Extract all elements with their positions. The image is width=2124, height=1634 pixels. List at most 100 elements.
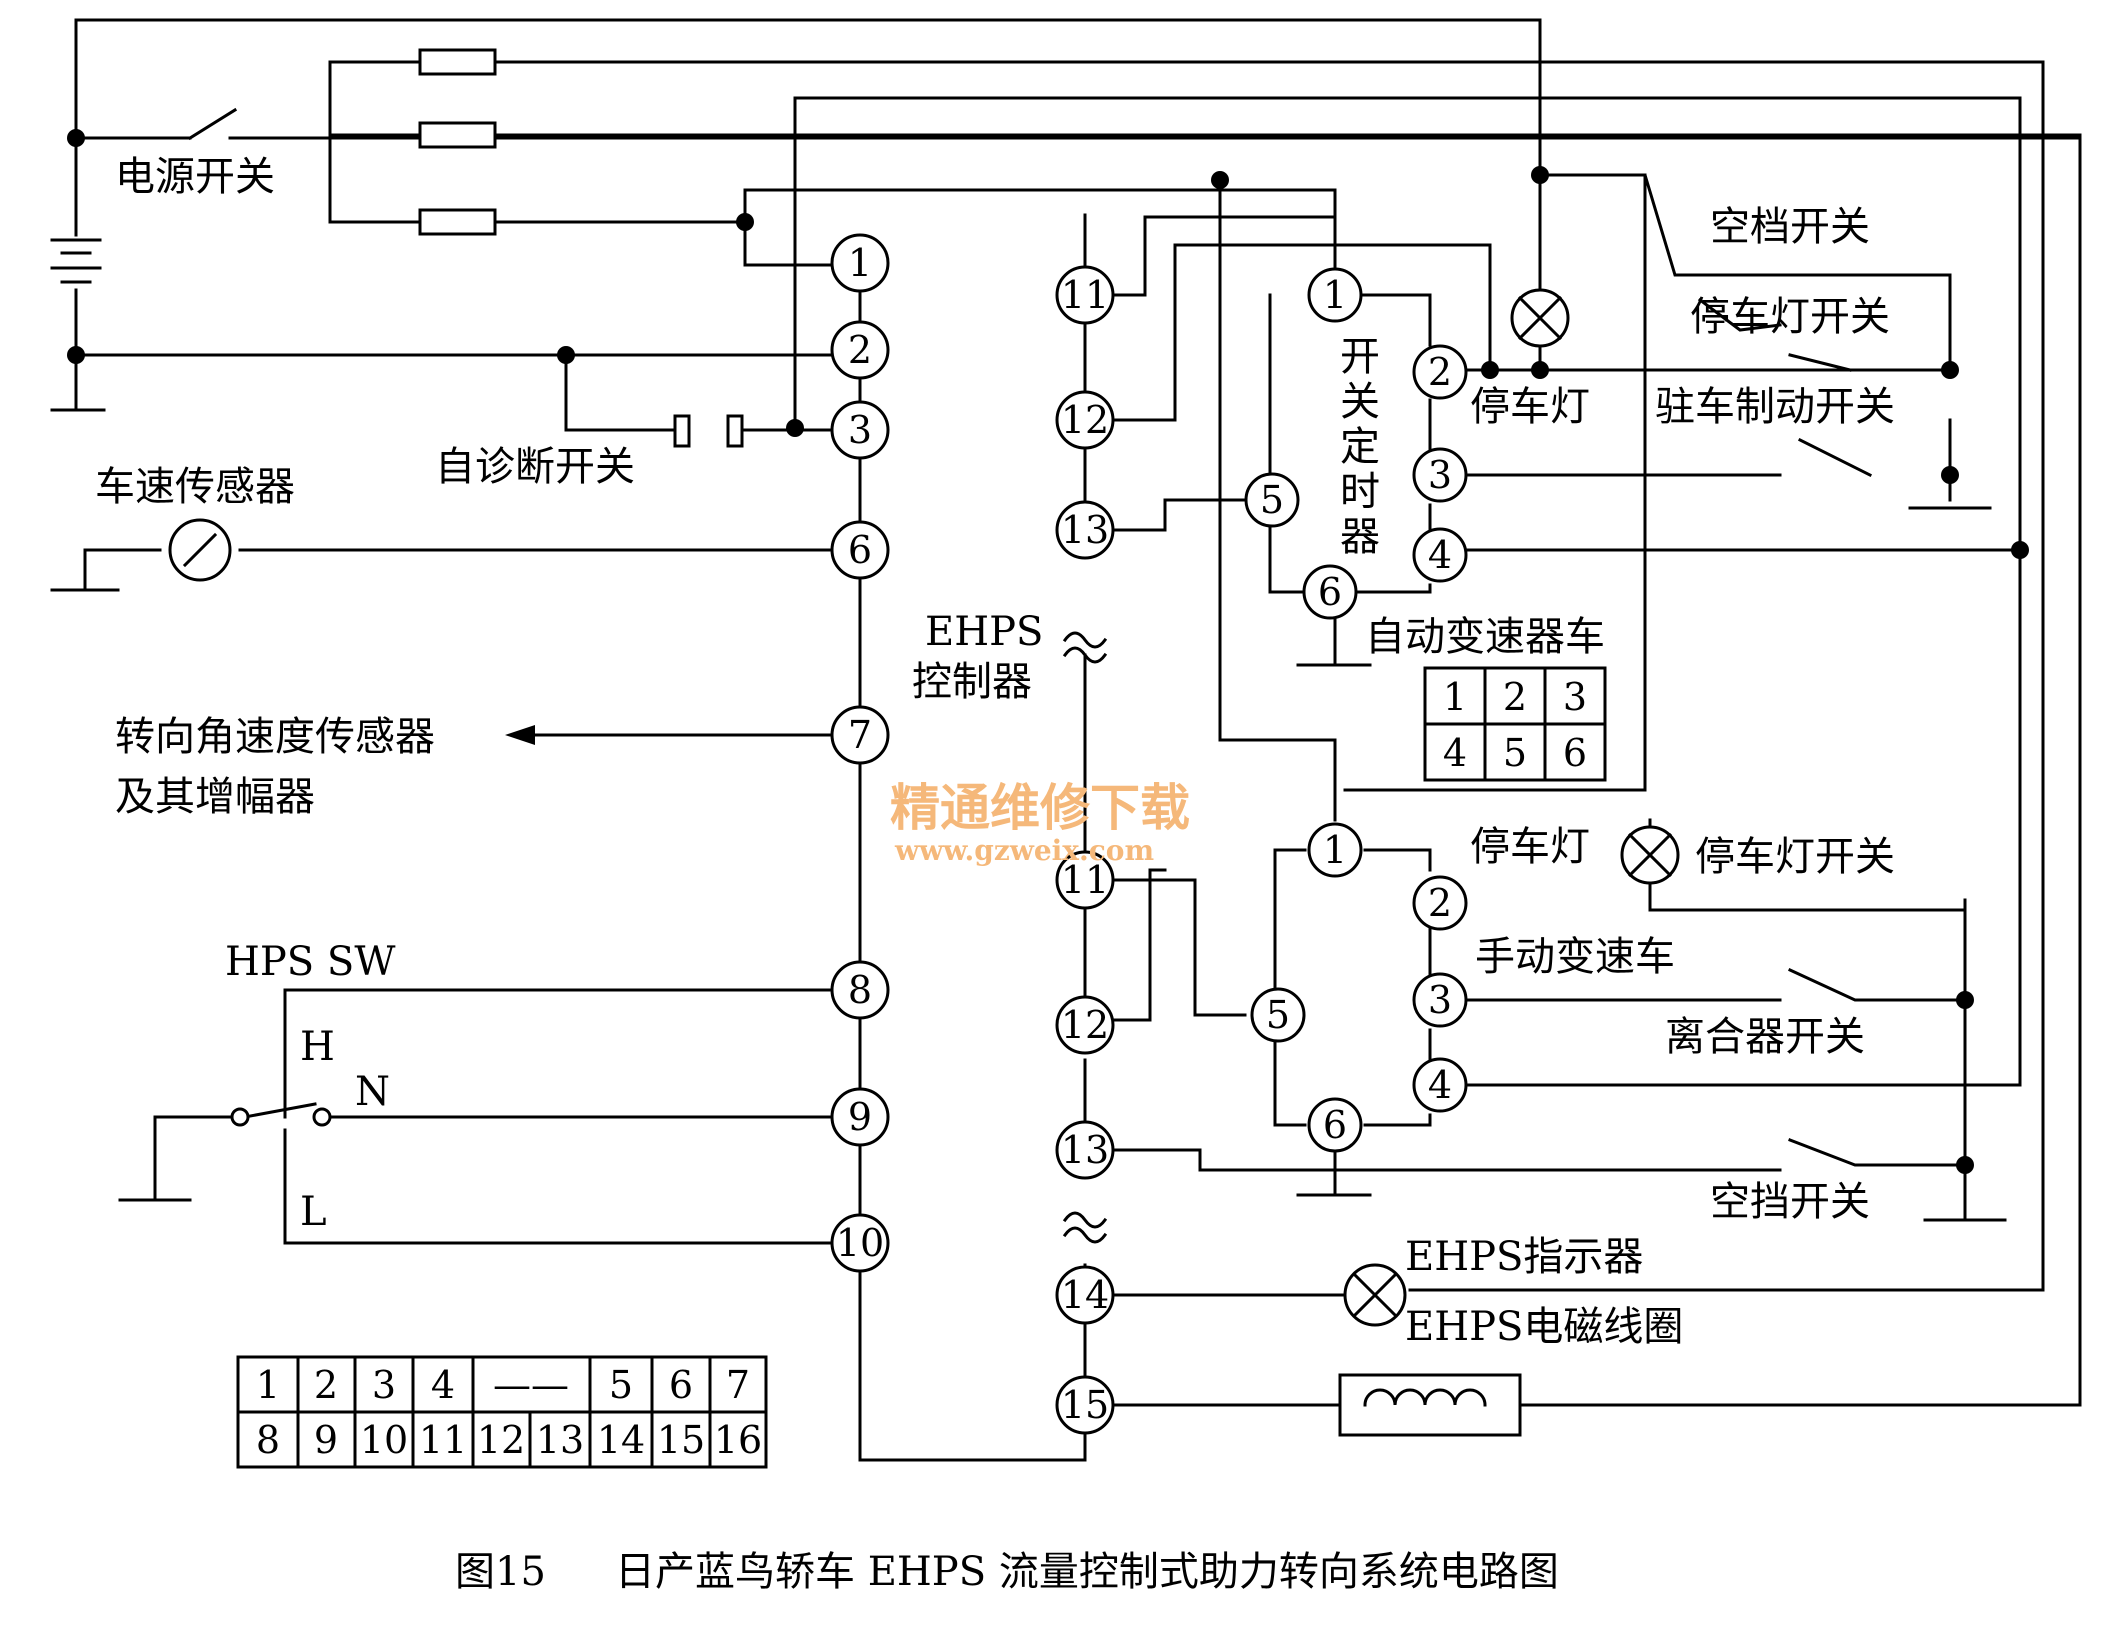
ecu-left-pins: 1 2 3 6 7 8 9 10 (830, 233, 890, 1273)
watermark-url: www.gzweix.com (894, 834, 1154, 867)
brake-lamp-top-icon (1510, 288, 1570, 348)
cell: 5 (1503, 731, 1527, 775)
speed-sensor-icon (168, 518, 232, 582)
pin-label: 12 (1061, 1003, 1109, 1047)
pin-label: 6 (1318, 570, 1342, 614)
cell: 16 (714, 1418, 762, 1462)
neutral-switch-top-label: 空档开关 (1710, 204, 1870, 250)
pin-label: 14 (1061, 1273, 1109, 1317)
brake-light-bottom-label: 停车灯 (1470, 824, 1590, 870)
cell: 8 (256, 1418, 280, 1462)
pin-label: 2 (1428, 350, 1452, 394)
pin-label: 4 (1428, 533, 1452, 577)
pin-label: 8 (848, 968, 872, 1012)
timer-label-5: 器 (1340, 514, 1380, 560)
pin-label: 2 (848, 328, 872, 372)
caption-title: 日产蓝鸟轿车 EHPS 流量控制式助力转向系统电路图 (615, 1549, 1559, 1595)
pin-label: 3 (1428, 978, 1452, 1022)
wires (50, 18, 2082, 1462)
timer-label-2: 关 (1340, 379, 1380, 425)
mt-car-label: 手动变速车 (1475, 934, 1675, 980)
pin-label: 1 (848, 241, 872, 285)
connector-small-table: 1 2 3 4 5 6 (1423, 666, 1607, 782)
cell: 11 (419, 1418, 467, 1462)
pin-label: 7 (848, 713, 872, 757)
brake-lamp-bottom-icon (1620, 825, 1680, 885)
pin-label: 6 (848, 528, 872, 572)
timer-mt-pins: 1 2 3 4 5 6 (1250, 822, 1468, 1153)
diag-switch-icon (673, 414, 744, 448)
hps-l-label: L (300, 1189, 327, 1235)
pin-label: 10 (836, 1221, 884, 1265)
parking-brake-switch-label: 驻车制动开关 (1655, 384, 1895, 430)
pin-label: 9 (848, 1095, 872, 1139)
cell: 3 (1563, 675, 1587, 719)
cell: 6 (1563, 731, 1587, 775)
hps-h-label: H (300, 1024, 335, 1070)
speed-sensor-label: 车速传感器 (95, 464, 295, 510)
power-switch-label: 电源开关 (115, 154, 275, 200)
pin-label: 15 (1061, 1383, 1109, 1427)
cell: —— (493, 1363, 569, 1407)
cell: 2 (1503, 675, 1527, 719)
pin-label: 1 (1323, 828, 1347, 872)
pin-label: 11 (1061, 273, 1109, 317)
timer-label-1: 开 (1340, 334, 1380, 380)
cell: 5 (609, 1363, 633, 1407)
connector-big-table: 1 2 3 4 —— 5 6 7 8 9 10 11 12 13 14 15 1… (236, 1355, 768, 1469)
pin-label: 1 (1323, 273, 1347, 317)
brake-light-switch-top-label: 停车灯开关 (1690, 294, 1890, 340)
at-car-label: 自动变速器车 (1365, 614, 1605, 660)
timer-at-pins: 1 2 3 4 5 6 (1244, 267, 1468, 620)
cell: 14 (597, 1418, 645, 1462)
ehps-label-2: 控制器 (912, 659, 1032, 705)
ehps-indicator-icon (1343, 1263, 1407, 1327)
fuse-icons (418, 48, 497, 236)
cell: 7 (726, 1363, 750, 1407)
cell: 9 (314, 1418, 338, 1462)
brake-light-top-label: 停车灯 (1470, 384, 1590, 430)
cell: 2 (314, 1363, 338, 1407)
pin-label: 13 (1061, 508, 1109, 552)
watermark: 精通维修下载 www.gzweix.com (890, 778, 1190, 867)
pin-label: 13 (1061, 1128, 1109, 1172)
timer-label-4: 时 (1340, 469, 1380, 515)
cell: 13 (536, 1418, 584, 1462)
clutch-switch-label: 离合器开关 (1665, 1014, 1865, 1060)
cell: 1 (256, 1363, 280, 1407)
hps-sw-label: HPS SW (225, 939, 395, 985)
pin-label: 11 (1061, 858, 1109, 902)
cell: 4 (1443, 731, 1467, 775)
ehps-coil-icon (1338, 1373, 1522, 1437)
junction-dots (67, 129, 2029, 1174)
caption-fig-number: 图15 (455, 1549, 546, 1595)
ecu-right-pins: 11 12 13 11 12 13 14 15 (1055, 265, 1115, 1435)
pin-label: 2 (1428, 881, 1452, 925)
hps-n-label: N (355, 1069, 390, 1115)
cell: 10 (360, 1418, 408, 1462)
cell: 3 (372, 1363, 396, 1407)
timer-label-3: 定 (1340, 424, 1380, 470)
watermark-text: 精通维修下载 (890, 778, 1190, 837)
pin-label: 12 (1061, 398, 1109, 442)
arrow-icon (505, 725, 535, 745)
diag-switch-label: 自诊断开关 (435, 444, 635, 490)
pin-label: 3 (1428, 453, 1452, 497)
ehps-label-1: EHPS (925, 609, 1043, 655)
pin-label: 5 (1260, 478, 1284, 522)
steer-sensor-label-2: 及其增幅器 (115, 774, 315, 820)
battery-icon (50, 238, 102, 284)
break-marks (1062, 631, 1108, 1244)
steer-sensor-label-1: 转向角速度传感器 (115, 714, 435, 760)
pin-label: 3 (848, 408, 872, 452)
cell: 12 (477, 1418, 525, 1462)
neutral-switch-bottom-label: 空挡开关 (1710, 1179, 1870, 1225)
labels: 电源开关 自诊断开关 车速传感器 转向角速度传感器 及其增幅器 HPS SW H… (95, 154, 1895, 1350)
brake-light-switch-bottom-label: 停车灯开关 (1695, 834, 1895, 880)
figure-caption: 图15 日产蓝鸟轿车 EHPS 流量控制式助力转向系统电路图 (455, 1549, 1559, 1595)
cell: 6 (669, 1363, 693, 1407)
cell: 4 (431, 1363, 455, 1407)
pin-label: 5 (1266, 993, 1290, 1037)
pin-label: 6 (1323, 1103, 1347, 1147)
